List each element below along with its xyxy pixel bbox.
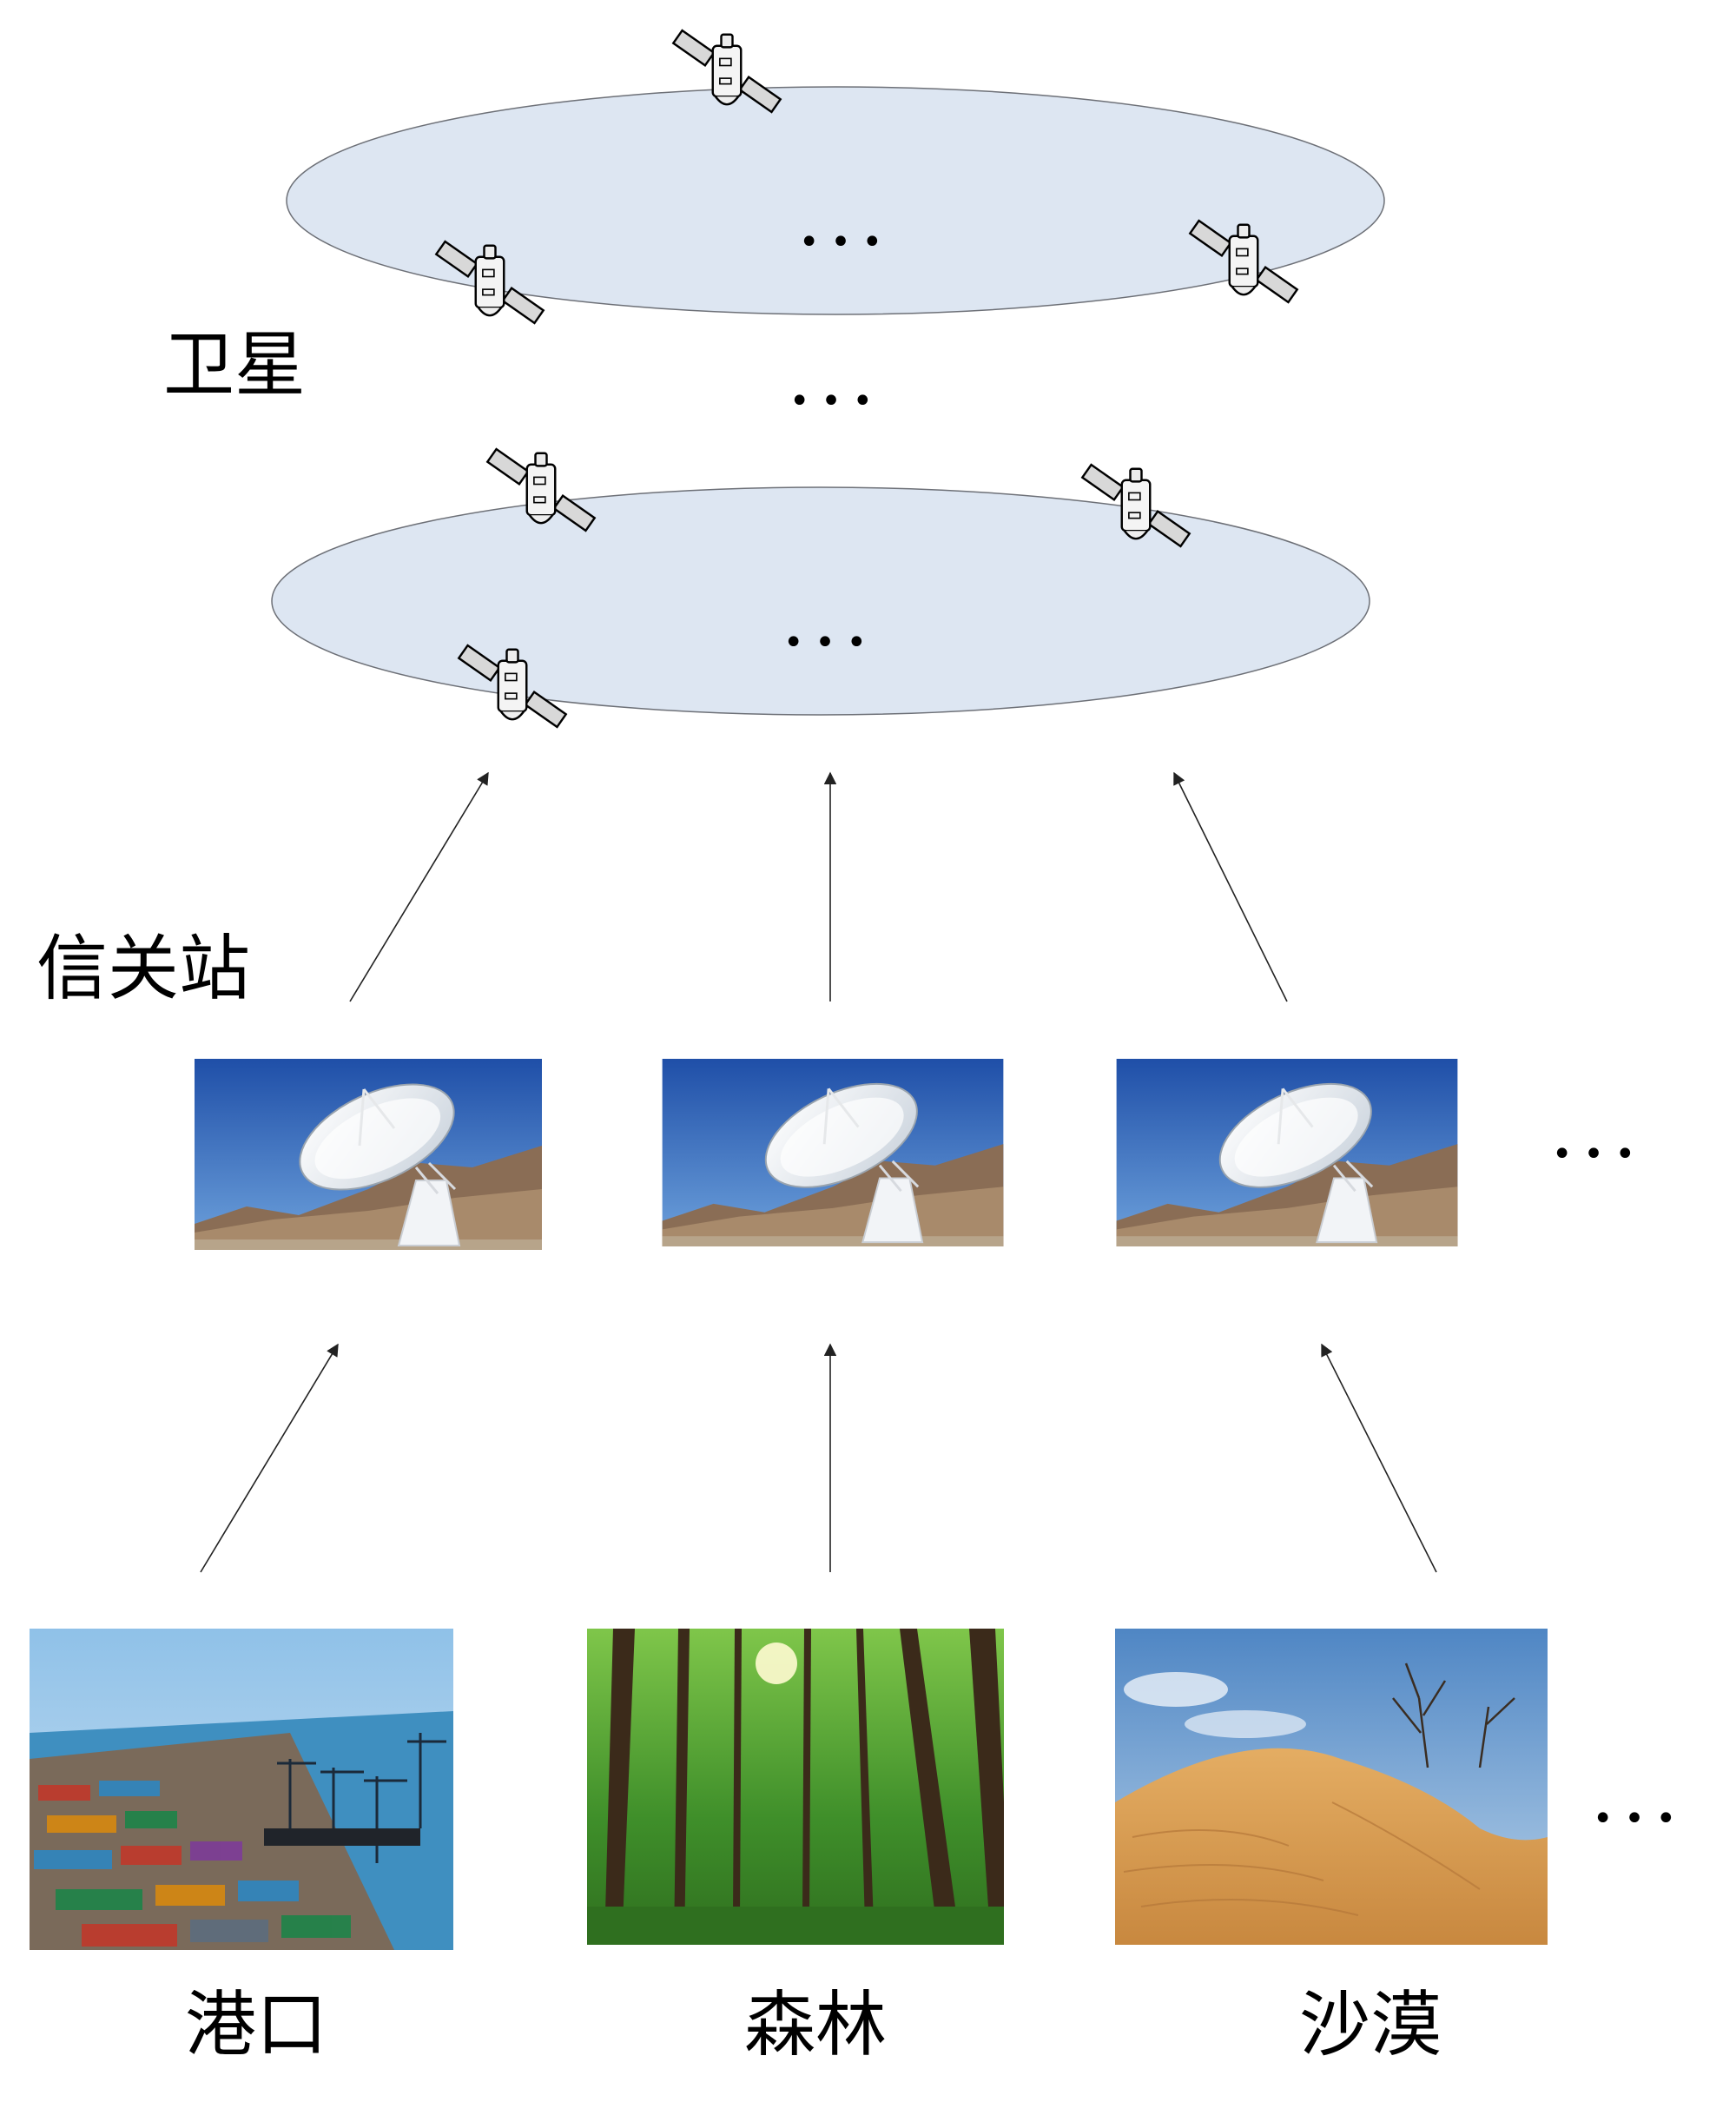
satellites-label: 卫星 [163, 324, 306, 407]
port-label: 港口 [185, 1984, 327, 2066]
forest-photo [587, 1629, 1004, 1945]
gateway-photo-3 [1115, 1059, 1459, 1246]
scenes-ellipsis: • • • [1593, 1799, 1676, 1839]
arrow-port-to-gateway [200, 1343, 339, 1573]
arrow-gateway1-to-satellite [349, 771, 489, 1002]
orbit-gap-ellipsis: • • • [789, 381, 873, 421]
upper-orbit-ellipsis: • • • [799, 222, 882, 262]
gateway-photo-2 [661, 1059, 1005, 1246]
satellite-dish-icon [193, 1059, 544, 1250]
gateway-photo-1 [193, 1059, 544, 1250]
desert-label: 沙漠 [1299, 1984, 1442, 2066]
forest-label: 森林 [744, 1984, 887, 2066]
gateway-label: 信关站 [36, 928, 250, 1010]
arrow-desert-to-gateway [1321, 1343, 1437, 1573]
satellite-dish-icon [661, 1059, 1005, 1246]
gateway-ellipsis: • • • [1552, 1134, 1635, 1174]
upper-orbit [286, 86, 1385, 315]
lower-orbit-ellipsis: • • • [783, 623, 867, 663]
port-photo [30, 1629, 453, 1950]
lower-orbit [271, 486, 1370, 716]
arrow-gateway3-to-satellite [1173, 771, 1288, 1002]
desert-photo [1115, 1629, 1548, 1945]
satellite-dish-icon [1115, 1059, 1459, 1246]
